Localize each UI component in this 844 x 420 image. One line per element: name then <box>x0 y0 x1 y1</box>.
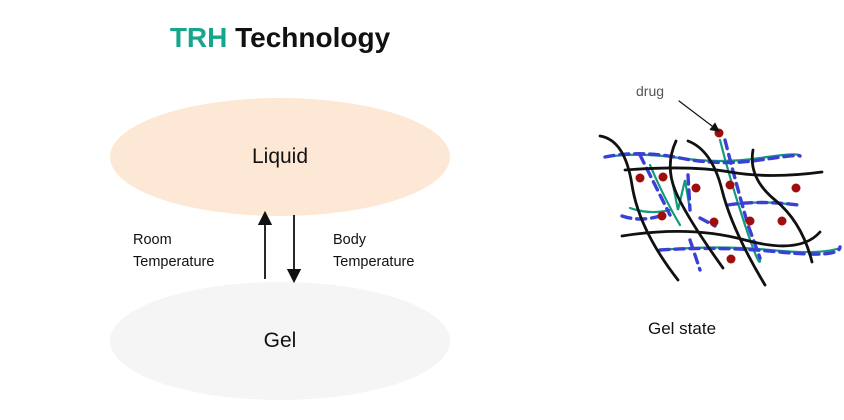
label-line: Temperature <box>133 254 215 270</box>
title-rest: Technology <box>235 22 391 53</box>
label-line: Temperature <box>333 254 415 270</box>
gel-state-caption: Gel state <box>648 319 717 338</box>
drug-particle <box>791 183 801 193</box>
drug-particle <box>635 173 645 183</box>
drug-particle <box>725 180 735 190</box>
title-accent: TRH <box>169 22 228 53</box>
label-line: Body <box>333 232 367 248</box>
drug-particle <box>657 211 667 221</box>
gel-label: Gel <box>263 329 297 352</box>
label-line: Room <box>133 232 172 248</box>
drug-particle <box>714 128 724 138</box>
liquid-state-ellipse: Liquid <box>110 98 450 216</box>
gel-state-ellipse: Gel <box>110 282 450 400</box>
drug-particle <box>709 217 719 227</box>
liquid-label: Liquid <box>251 145 309 168</box>
blue-dashed-chains <box>603 138 842 272</box>
drug-particle <box>658 172 668 182</box>
drug-particles <box>635 128 801 264</box>
page-title: TRH Technology <box>0 22 560 54</box>
drug-particle <box>777 216 787 226</box>
gel-network-illustration <box>598 100 842 287</box>
drug-particle <box>691 183 701 193</box>
drug-pointer-arrow-icon <box>678 100 720 132</box>
black-polymer-chains <box>598 134 824 287</box>
drug-particle <box>726 254 736 264</box>
drug-label: drug <box>636 83 665 99</box>
drug-particle <box>745 216 755 226</box>
